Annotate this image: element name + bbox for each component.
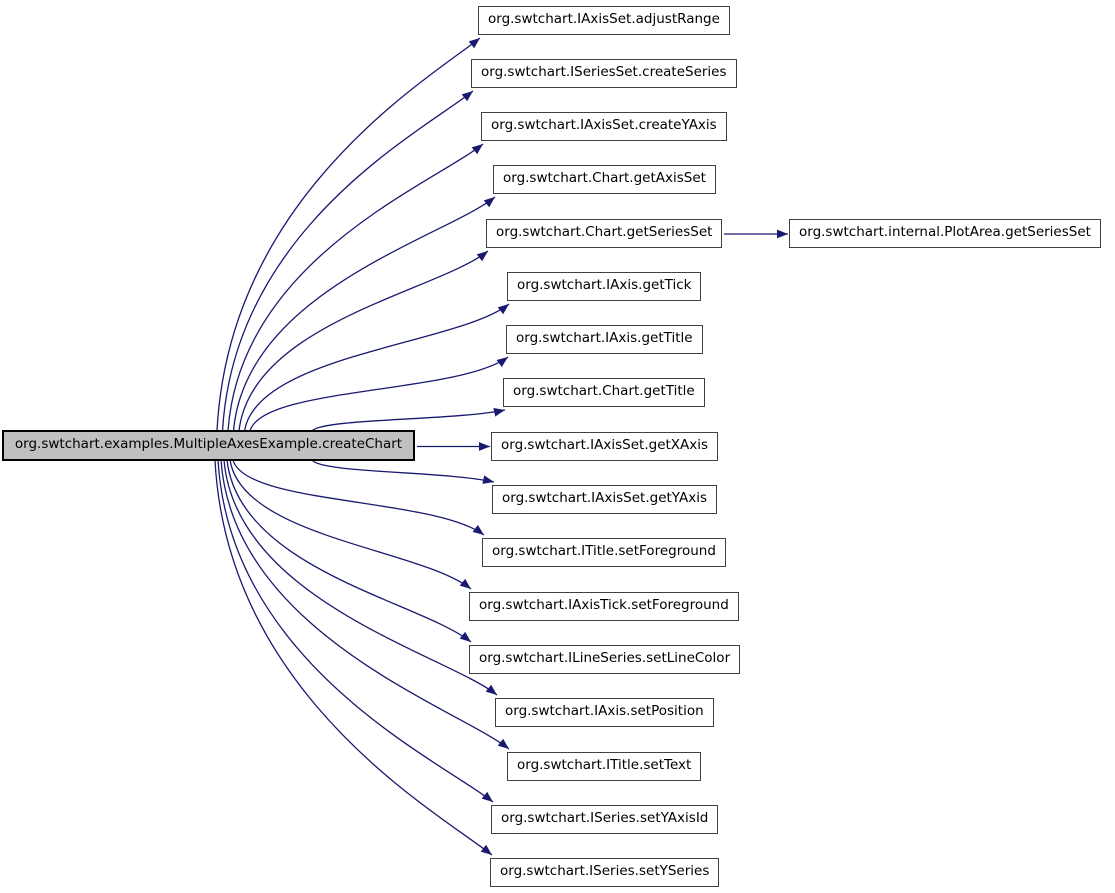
called-function-node[interactable]: org.swtchart.IAxis.setPosition [495,698,714,727]
call-edge [238,250,489,432]
call-edge [217,459,494,803]
caller-node[interactable]: org.swtchart.examples.MultipleAxesExampl… [2,430,415,461]
call-edge [227,143,484,432]
called-function-node[interactable]: org.swtchart.ILineSeries.setLineColor [469,645,741,674]
call-edge [232,459,485,536]
call-edge [311,459,495,484]
called-function-node[interactable]: org.swtchart.Chart.getSeriesSet [486,219,723,248]
call-edge [220,459,510,750]
call-edge [311,407,506,432]
called-function-node[interactable]: org.swtchart.Chart.getAxisSet [493,165,716,194]
nested-call-node[interactable]: org.swtchart.internal.PlotArea.getSeries… [789,219,1101,248]
called-function-node[interactable]: org.swtchart.IAxisSet.createYAxis [481,112,727,141]
call-edge [226,459,472,643]
call-edge [232,196,496,432]
called-function-node[interactable]: org.swtchart.IAxis.getTick [507,272,702,301]
called-function-node[interactable]: org.swtchart.IAxisSet.adjustRange [478,6,730,35]
called-function-node[interactable]: org.swtchart.ISeries.setYSeries [490,858,720,887]
call-edge [221,90,474,432]
called-function-node[interactable]: org.swtchart.IAxisSet.getXAxis [491,432,719,461]
called-function-node[interactable]: org.swtchart.ISeries.setYAxisId [491,805,719,834]
called-function-node[interactable]: org.swtchart.ITitle.setForeground [482,538,726,567]
called-function-node[interactable]: org.swtchart.IAxis.getTitle [506,325,703,354]
called-function-node[interactable]: org.swtchart.ISeriesSet.createSeries [471,59,737,88]
call-edge [229,459,472,590]
call-edge [243,303,510,432]
call-edge [249,356,509,432]
call-edge [216,37,481,432]
call-edge [214,459,493,856]
called-function-node[interactable]: org.swtchart.Chart.getTitle [503,378,705,407]
call-edge [223,459,498,696]
called-function-node[interactable]: org.swtchart.IAxisTick.setForeground [469,592,739,621]
called-function-node[interactable]: org.swtchart.IAxisSet.getYAxis [492,485,718,514]
called-function-node[interactable]: org.swtchart.ITitle.setText [507,752,702,781]
